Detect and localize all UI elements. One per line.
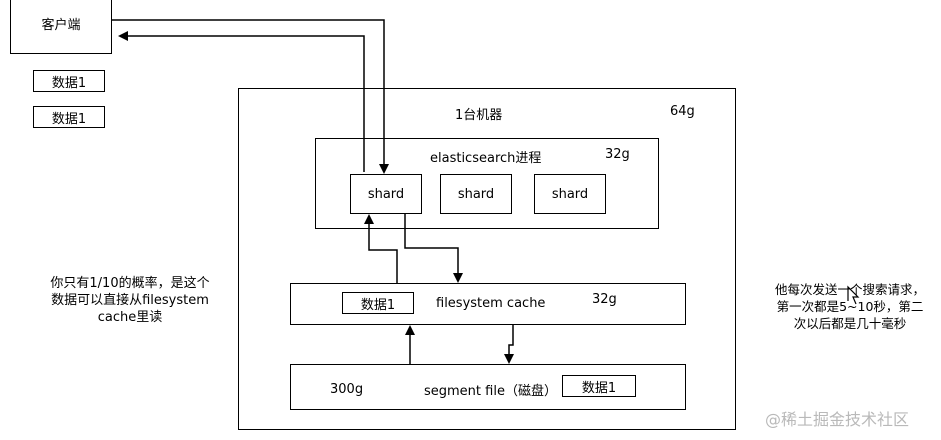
shard-box-3: shard [534,174,606,214]
fs-cache-label: filesystem cache [436,296,546,311]
client-box: 客户端 [10,0,112,54]
segment-size: 300g [330,382,364,397]
right-note-line-1: 他每次发送一个搜索请求， [774,282,925,297]
left-note-line-2: 数据可以直接从filesystem [51,293,209,308]
left-note-line-3: cache里读 [97,310,163,325]
es-process-memory: 32g [605,147,630,162]
client-data-label-2: 数据1 [51,111,87,127]
machine-memory: 64g [670,104,695,119]
fs-cache-data-box: 数据1 [342,292,414,314]
machine-label: 1台机器 [455,108,503,123]
right-note-line-2: 第一次都是5~10秒，第二 [776,299,924,314]
segment-label: segment file（磁盘） [424,384,557,399]
es-process-label: elasticsearch进程 [430,151,542,166]
segment-data-box: 数据1 [562,375,636,397]
shard-label-1: shard [367,186,405,202]
client-data-box-2: 数据1 [33,106,105,128]
shard-box-2: shard [440,174,512,214]
right-note: 他每次发送一个搜索请求， 第一次都是5~10秒，第二 次以后都是几十毫秒 [765,281,935,332]
left-note: 你只有1/10的概率，是这个 数据可以直接从filesystem cache里读 [40,275,220,326]
shard-box-1: shard [350,174,422,214]
fs-cache-data-label: 数据1 [360,297,396,313]
watermark: @稀土掘金技术社区 [765,410,910,429]
fs-cache-memory: 32g [592,292,617,307]
client-data-box-1: 数据1 [33,70,105,92]
client-data-label-1: 数据1 [51,75,87,91]
client-label: 客户端 [41,18,81,33]
left-note-line-1: 你只有1/10的概率，是这个 [50,276,210,291]
segment-data-label: 数据1 [581,380,617,396]
shard-label-2: shard [457,186,495,202]
shard-label-3: shard [551,186,589,202]
right-note-line-3: 次以后都是几十毫秒 [793,316,907,331]
